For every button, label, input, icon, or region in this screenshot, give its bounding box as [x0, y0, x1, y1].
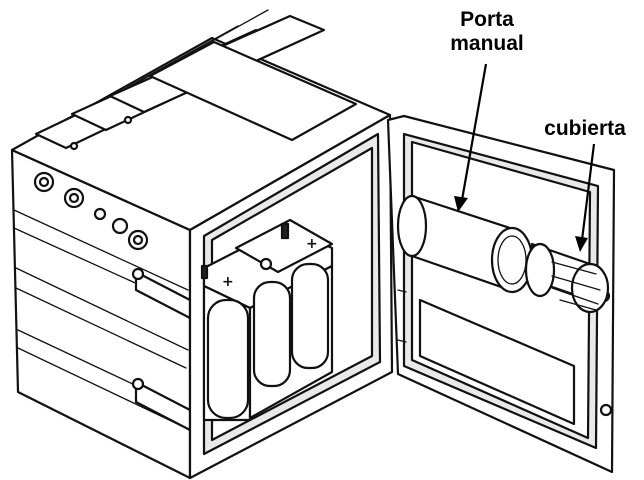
porta-manual-label: Porta manual	[432, 8, 542, 56]
batteries: + +	[200, 218, 334, 422]
enclosure-box	[10, 9, 394, 480]
arrow-porta-manual	[454, 63, 488, 212]
svg-text:+: +	[222, 274, 234, 290]
porta-label-line1: Porta	[460, 8, 514, 31]
porta-label-line2: manual	[450, 32, 524, 55]
svg-text:+: +	[306, 236, 318, 252]
arrow-cubierta	[575, 143, 596, 252]
cubierta-label: cubierta	[544, 117, 626, 140]
cover-cap	[524, 242, 610, 314]
manual-holder	[396, 194, 534, 294]
